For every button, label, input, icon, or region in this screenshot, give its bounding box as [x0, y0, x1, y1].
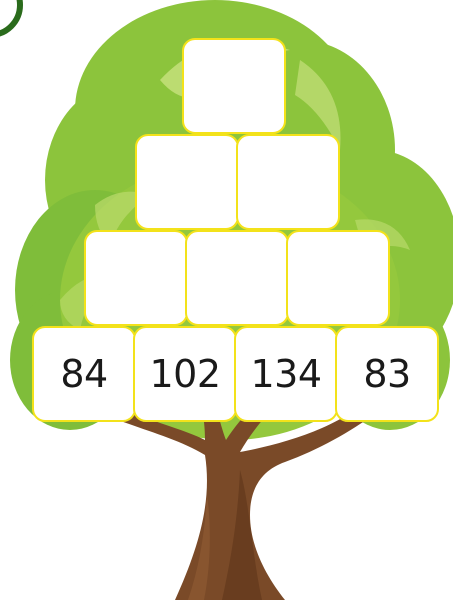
pyramid-cell-row2-1[interactable] [135, 134, 239, 230]
pyramid-cell-row4-4[interactable]: 83 [335, 326, 439, 422]
pyramid-cell-row2-2[interactable] [236, 134, 340, 230]
pyramid-cell-row4-1[interactable]: 84 [32, 326, 136, 422]
pyramid-cell-row3-1[interactable] [84, 230, 188, 326]
pyramid-cell-row3-3[interactable] [286, 230, 390, 326]
corner-circle [0, 0, 20, 35]
pyramid-cell-top[interactable] [182, 38, 286, 134]
pyramid-cell-row4-2[interactable]: 102 [133, 326, 237, 422]
pyramid-cell-row3-2[interactable] [185, 230, 289, 326]
pyramid-cell-row4-3[interactable]: 134 [234, 326, 338, 422]
